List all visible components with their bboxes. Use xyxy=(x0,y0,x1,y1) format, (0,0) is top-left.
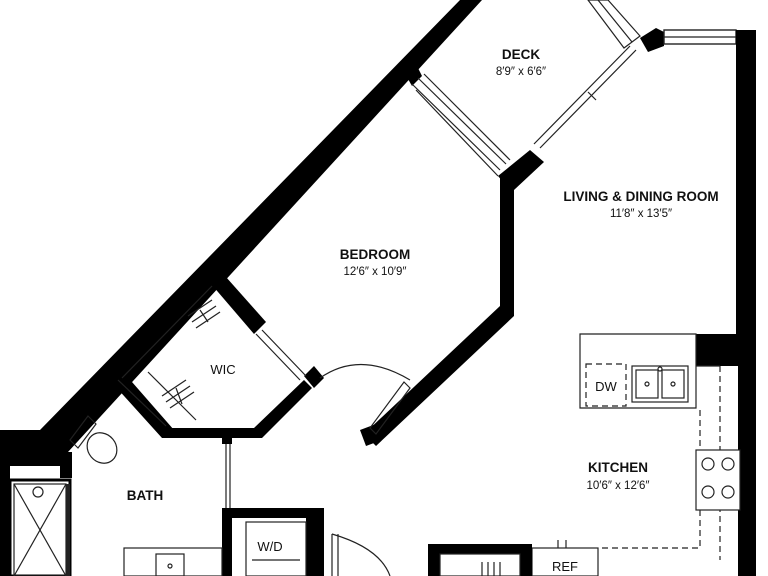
cooktop-icon xyxy=(695,449,741,511)
vanity-sink-icon xyxy=(123,547,223,576)
entry-door xyxy=(331,533,391,576)
washer-dryer-label: W/D xyxy=(257,539,282,554)
bedroom-name: BEDROOM xyxy=(340,247,411,262)
exterior-diagonal-wall-end xyxy=(0,452,72,478)
deck-dims: 8′9″ x 6′6″ xyxy=(496,66,546,78)
wic-walls xyxy=(106,268,312,438)
bedroom-dims: 12′6″ x 10′9″ xyxy=(344,266,407,278)
washer-dryer-closet xyxy=(222,508,324,576)
shower-icon xyxy=(8,478,72,576)
refrigerator-label: REF xyxy=(552,559,578,574)
dishwasher-outline xyxy=(585,363,627,407)
kitchen-name: KITCHEN xyxy=(588,460,648,475)
toilet-icon xyxy=(69,415,118,464)
bedroom-door xyxy=(304,363,411,435)
kitchen-counter xyxy=(579,333,721,560)
bath-name: BATH xyxy=(127,488,164,503)
kitchen-dims: 10′6″ x 12′6″ xyxy=(587,480,650,492)
living-dims: 11′8″ x 13′5″ xyxy=(610,208,672,220)
wic-name: WIC xyxy=(210,362,235,377)
living-name: LIVING & DINING ROOM xyxy=(563,189,718,204)
bath-walls xyxy=(222,436,232,508)
exterior-diagonal-wall xyxy=(0,0,482,452)
deck-name: DECK xyxy=(502,47,541,62)
utility-block xyxy=(428,544,532,576)
right-wall-pier xyxy=(696,334,740,366)
dishwasher-label: DW xyxy=(595,379,617,394)
bath-left-wall xyxy=(0,466,10,576)
kitchen-sink-icon xyxy=(631,365,689,403)
